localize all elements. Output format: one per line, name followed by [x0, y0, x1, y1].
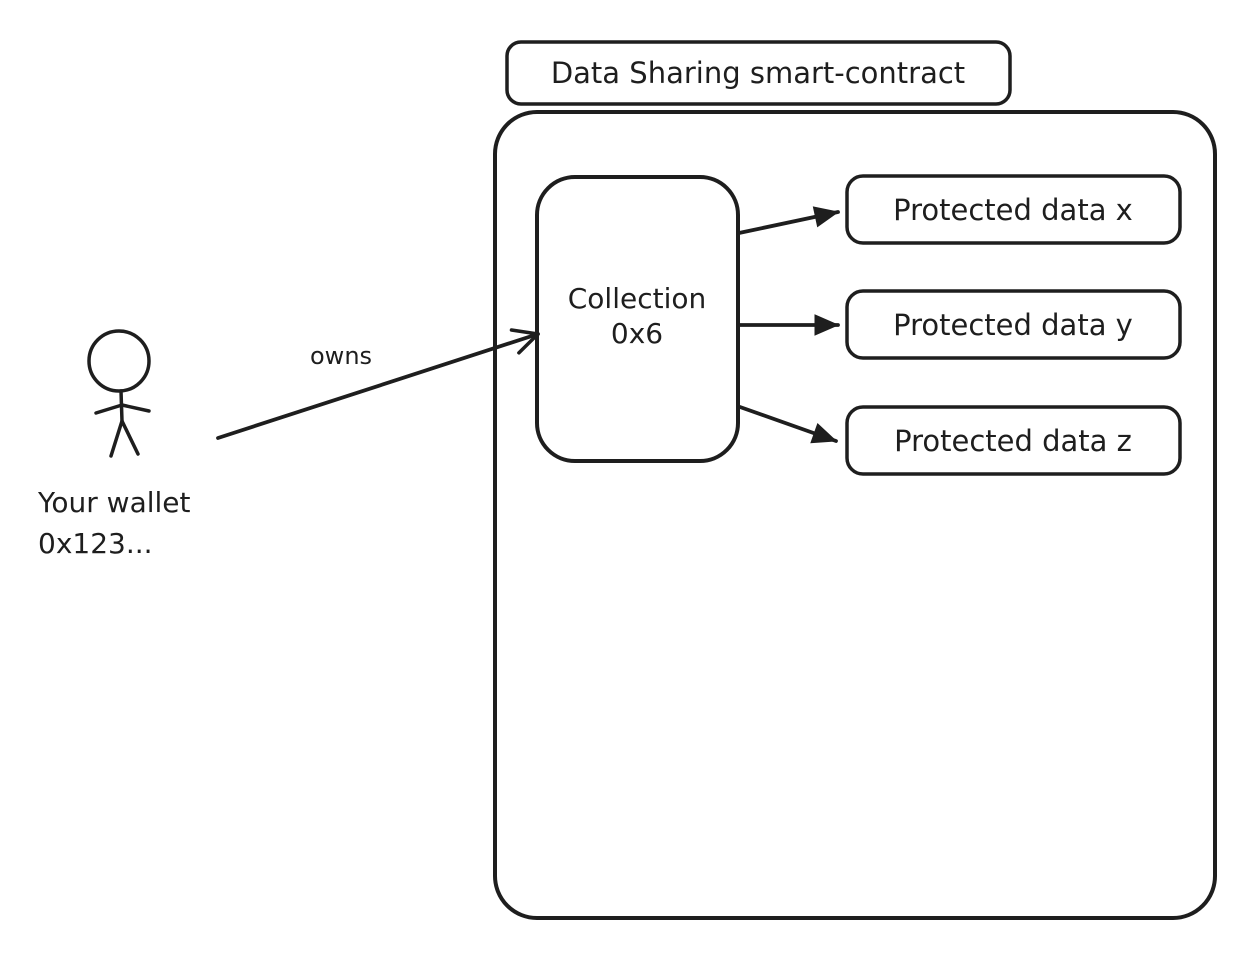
wallet-label-line1: Your wallet	[37, 486, 191, 519]
arrow-collection-to-z	[738, 405, 838, 444]
protected-data-z-box	[845, 405, 1182, 476]
smart-contract-title-group: Data Sharing smart-contract	[505, 40, 1012, 106]
actor-head	[87, 329, 151, 393]
owns-label: owns	[310, 342, 372, 370]
wallet-label-line2: 0x123...	[38, 527, 153, 560]
protected-data-x-group: Protected data x	[845, 174, 1182, 245]
collection-label-line1: Collection	[568, 282, 707, 315]
smart-contract-title: Data Sharing smart-contract	[551, 56, 965, 90]
owns-arrow	[216, 328, 540, 440]
protected-data-z-group: Protected data z	[845, 405, 1182, 476]
protected-data-z-label: Protected data z	[894, 424, 1132, 458]
collection-box	[535, 175, 740, 463]
protected-data-y-label: Protected data y	[893, 308, 1133, 342]
protected-data-y-group: Protected data y	[845, 289, 1182, 360]
collection-group: Collection 0x6	[535, 175, 740, 463]
arrow-collection-to-x	[737, 206, 840, 235]
protected-data-x-label: Protected data x	[893, 193, 1133, 227]
smart-contract-title-box	[505, 40, 1012, 106]
wallet-actor-icon	[87, 329, 151, 458]
actor-arms	[94, 403, 151, 415]
actor-legs	[109, 419, 140, 458]
collection-label-line2: 0x6	[611, 317, 663, 350]
protected-data-x-box	[845, 174, 1182, 245]
protected-data-y-box	[845, 289, 1182, 360]
